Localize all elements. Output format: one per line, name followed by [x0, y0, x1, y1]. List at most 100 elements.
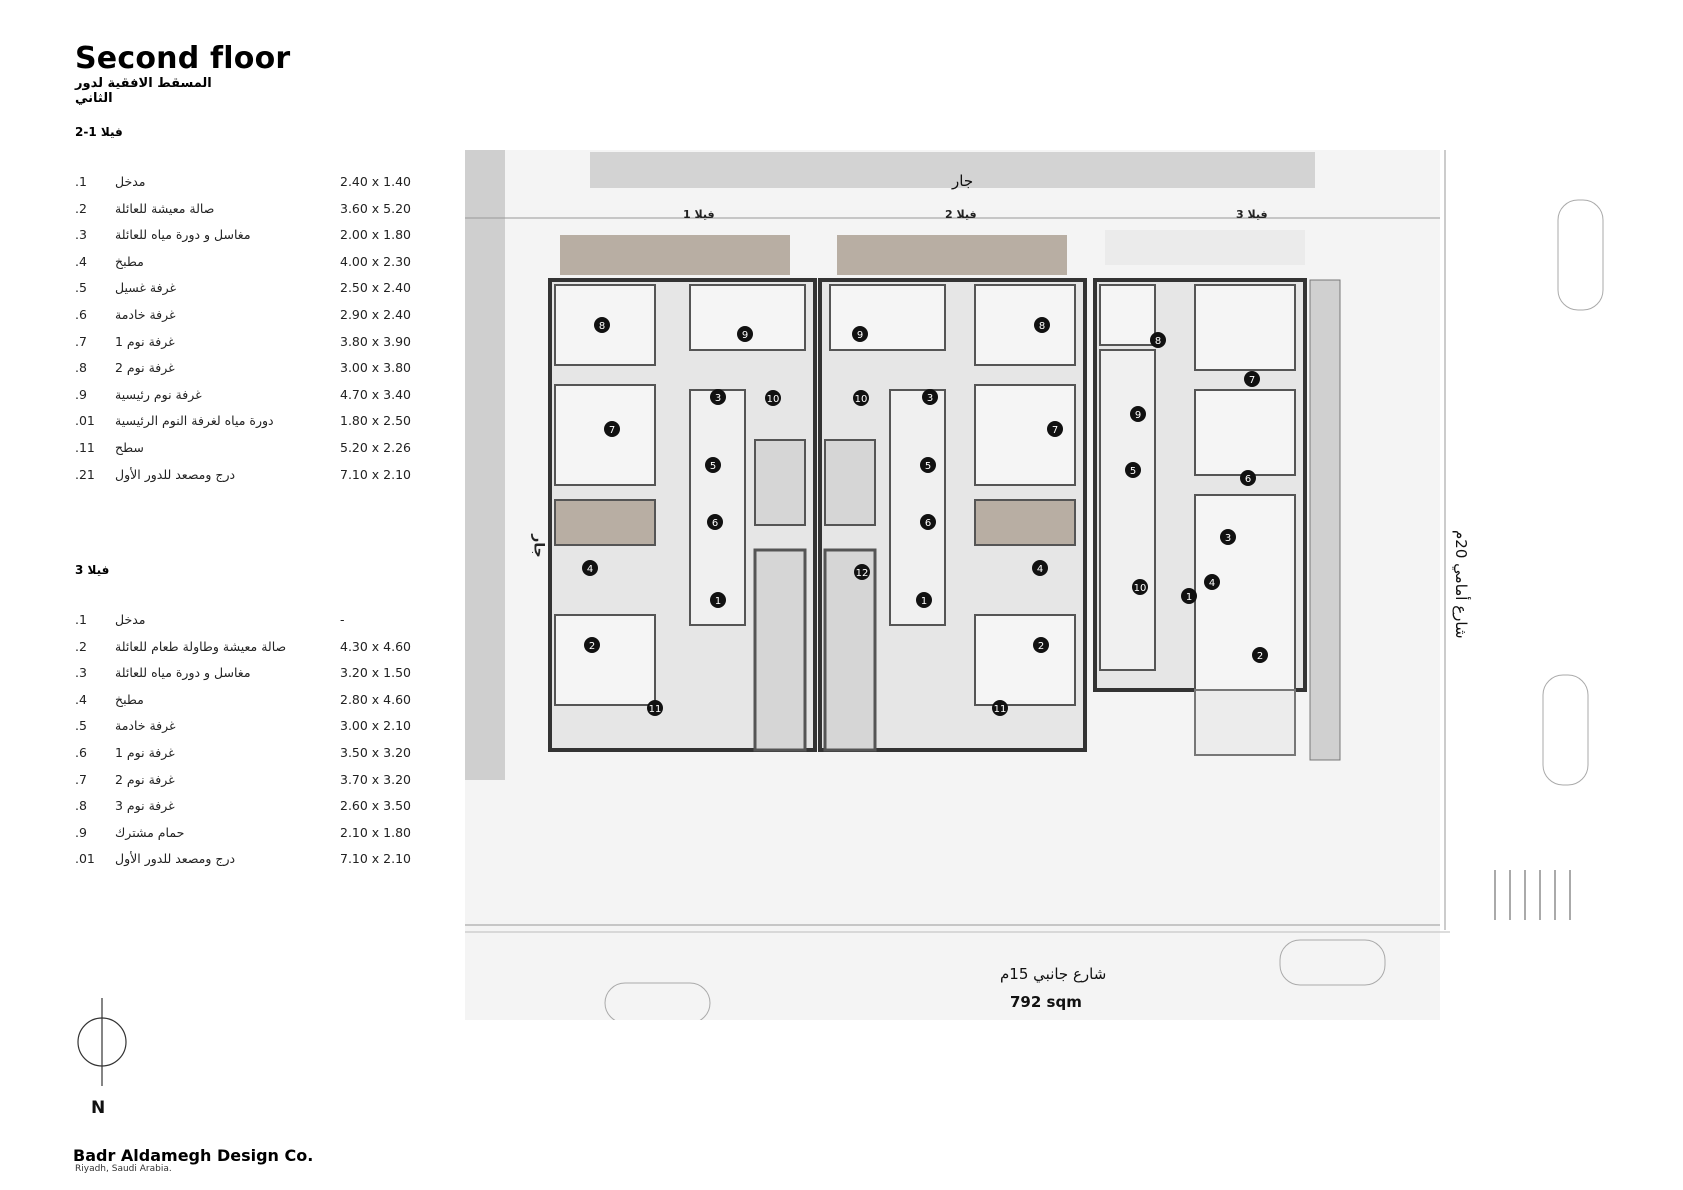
legend-dim: 3.50 x 3.20	[340, 744, 412, 760]
legend-name: دورة مياه لغرفة النوم الرئيسية	[115, 413, 274, 429]
svg-text:8: 8	[1039, 321, 1045, 332]
legend-dim: 3.80 x 3.90	[340, 333, 412, 349]
side-street-label: شارع جانبي 15م	[1000, 965, 1107, 983]
page-title: Second floor	[75, 41, 291, 76]
legend-name: مغاسل و دورة مياه للعائلة	[115, 665, 251, 681]
legend-name: مغاسل و دورة مياه للعائلة	[115, 227, 251, 243]
page-subtitle: المسقط الافقية لدور الثاني	[75, 76, 212, 106]
legend-num: .4	[75, 253, 87, 269]
legend-name: مطبخ	[115, 691, 144, 707]
legend-num: .9	[75, 824, 87, 840]
svg-text:12: 12	[856, 568, 869, 579]
svg-text:11: 11	[649, 704, 662, 715]
legend-dim: 3.60 x 5.20	[340, 200, 412, 216]
legend-num: .2	[75, 638, 87, 654]
legend-dim: 2.60 x 3.50	[340, 798, 412, 814]
svg-text:3: 3	[927, 393, 933, 404]
legend-dim: 2.80 x 4.60	[340, 691, 412, 707]
legend-num: .1	[75, 612, 87, 627]
svg-text:6: 6	[712, 518, 718, 529]
side-neighbor-label: جار	[530, 534, 547, 558]
legend-dim: -	[340, 612, 345, 627]
crosswalk	[1494, 870, 1571, 920]
svg-text:4: 4	[1037, 564, 1043, 575]
legend-name: غرفة نوم 2	[115, 360, 175, 376]
legend-dim: 3.00 x 3.80	[340, 360, 412, 376]
svg-text:5: 5	[925, 461, 931, 472]
villa-3-label: فيلا 3	[1236, 208, 1268, 221]
legend-num: .11	[75, 439, 95, 455]
svg-text:3: 3	[1225, 533, 1231, 544]
legend-num: .21	[75, 466, 95, 482]
legend-name: مدخل	[115, 174, 146, 189]
svg-text:1: 1	[715, 596, 721, 607]
legend-dim: 3.70 x 3.20	[340, 771, 412, 787]
front-street	[1450, 150, 1615, 950]
svg-text:7: 7	[1052, 425, 1058, 436]
floor-plan-drawing: 8 9 7 3 10 5 6 4 1 2 11 9 10 12 3 5 6 1 …	[465, 150, 1615, 1020]
villa-3-plan	[1093, 278, 1341, 761]
legend-dim: 2.90 x 2.40	[340, 306, 412, 322]
company-location: Riyadh, Saudi Arabia.	[75, 1164, 172, 1174]
legend-num: .3	[75, 665, 87, 681]
legend-row: .3 مغاسل و دورة مياه للعائلة 2.00 x 1.80	[75, 227, 420, 254]
legend-name: سطح	[115, 439, 144, 455]
legend-num: .01	[75, 851, 95, 867]
svg-text:1: 1	[921, 596, 927, 607]
villa-1-label: فيلا 1	[683, 208, 715, 221]
north-label: N	[91, 1098, 106, 1118]
svg-text:7: 7	[609, 425, 615, 436]
legend-dim: 1.80 x 2.50	[340, 413, 412, 429]
legend-name: غرفة نوم 1	[115, 333, 175, 349]
legend-name: غرفة خادمة	[115, 306, 176, 322]
svg-text:7: 7	[1249, 375, 1255, 386]
car-icon	[1557, 199, 1604, 311]
side-neighbor-strip	[465, 150, 505, 780]
villa-2-plan	[818, 278, 1087, 752]
legend-num: .4	[75, 691, 87, 707]
legend-name: صالة معيشة للعائلة	[115, 200, 215, 216]
roof-deck	[837, 235, 1067, 275]
legend-name: غرفة خادمة	[115, 718, 176, 734]
area-label: 792 sqm	[1010, 993, 1082, 1011]
legend-name: مطبخ	[115, 253, 144, 269]
legend-num: .1	[75, 174, 87, 189]
legend-num: .3	[75, 227, 87, 243]
svg-text:2: 2	[1038, 641, 1044, 652]
villa-2-label: فيلا 2	[945, 208, 977, 221]
legend-name: درج ومصعد للدور الأول	[115, 851, 236, 867]
neighbor-label: جار	[952, 172, 974, 190]
legend-row: .2 صالة معيشة للعائلة 3.60 x 5.20	[75, 201, 420, 228]
legend-row: .4 مطبخ 2.80 x 4.60	[75, 692, 420, 719]
legend-dim: 4.30 x 4.60	[340, 638, 412, 654]
legend-dim: 2.50 x 2.40	[340, 280, 412, 296]
legend-dim: 2.00 x 1.80	[340, 227, 412, 243]
svg-text:8: 8	[1155, 336, 1161, 347]
legend-dim: 5.20 x 2.26	[340, 439, 412, 455]
legend-row: .8 غرفة نوم 2 3.00 x 3.80	[75, 360, 420, 387]
svg-text:3: 3	[715, 393, 721, 404]
legend-num: .8	[75, 360, 87, 376]
svg-text:6: 6	[925, 518, 931, 529]
svg-text:4: 4	[1209, 578, 1215, 589]
legend-num: .7	[75, 333, 87, 349]
svg-text:4: 4	[587, 564, 593, 575]
legend-name: غرفة نوم 1	[115, 744, 175, 760]
legend-num: .2	[75, 200, 87, 216]
legend-name: غرفة نوم 2	[115, 771, 175, 787]
svg-text:10: 10	[767, 394, 780, 405]
car-icon	[1542, 674, 1589, 786]
front-street-label: شارع أمامي 20م	[1452, 530, 1470, 639]
legend-dim: 4.70 x 3.40	[340, 386, 412, 402]
legend-name: حمام مشترك	[115, 824, 185, 840]
